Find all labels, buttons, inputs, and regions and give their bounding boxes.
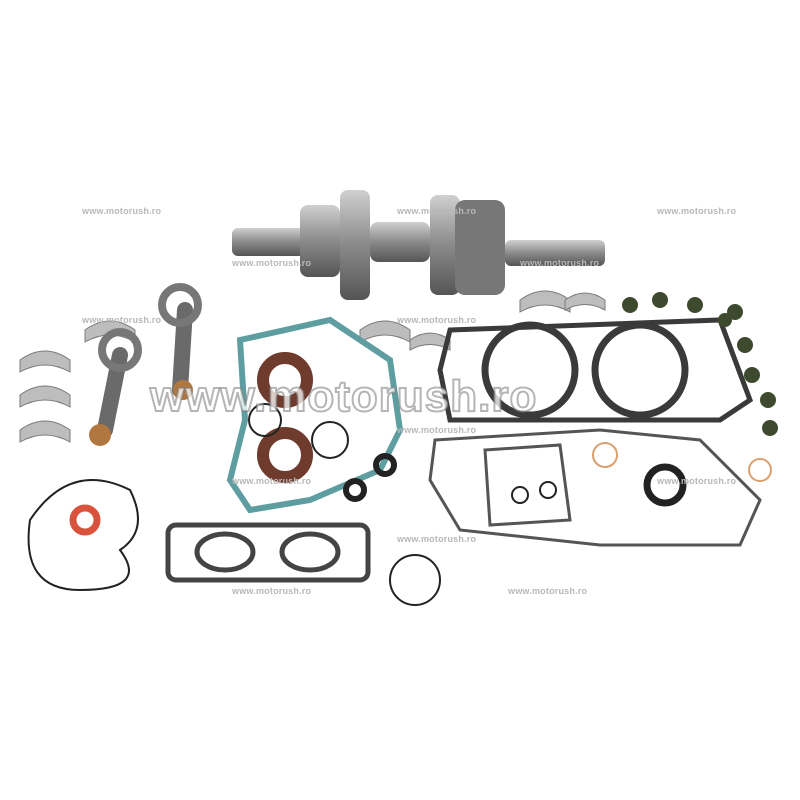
watermark-large: www.motorush.ro: [149, 371, 538, 422]
o-rings: [27, 403, 772, 606]
watermark: www.motorush.ro: [657, 206, 737, 216]
watermark: www.motorush.ro: [397, 534, 477, 544]
connecting-rods: [89, 283, 202, 446]
watermark: www.motorush.ro: [82, 206, 162, 216]
valve-stem-seals: [622, 292, 778, 436]
watermark: www.motorush.ro: [232, 476, 312, 486]
watermark: www.motorush.ro: [397, 425, 477, 435]
watermark: www.motorush.ro: [657, 476, 737, 486]
watermark: www.motorush.ro: [232, 586, 312, 596]
watermark: www.motorush.ro: [520, 258, 600, 268]
bearing-shells: [19, 290, 606, 443]
watermark: www.motorush.ro: [82, 315, 162, 325]
base-gasket: [428, 428, 762, 547]
watermark: www.motorush.ro: [397, 315, 477, 325]
watermark: www.motorush.ro: [232, 258, 312, 268]
watermark: www.motorush.ro: [397, 206, 477, 216]
oil-seals: [69, 352, 687, 536]
exhaust-gasket: [165, 522, 371, 583]
crankshaft: [232, 190, 605, 300]
watermark: www.motorush.ro: [508, 586, 588, 596]
